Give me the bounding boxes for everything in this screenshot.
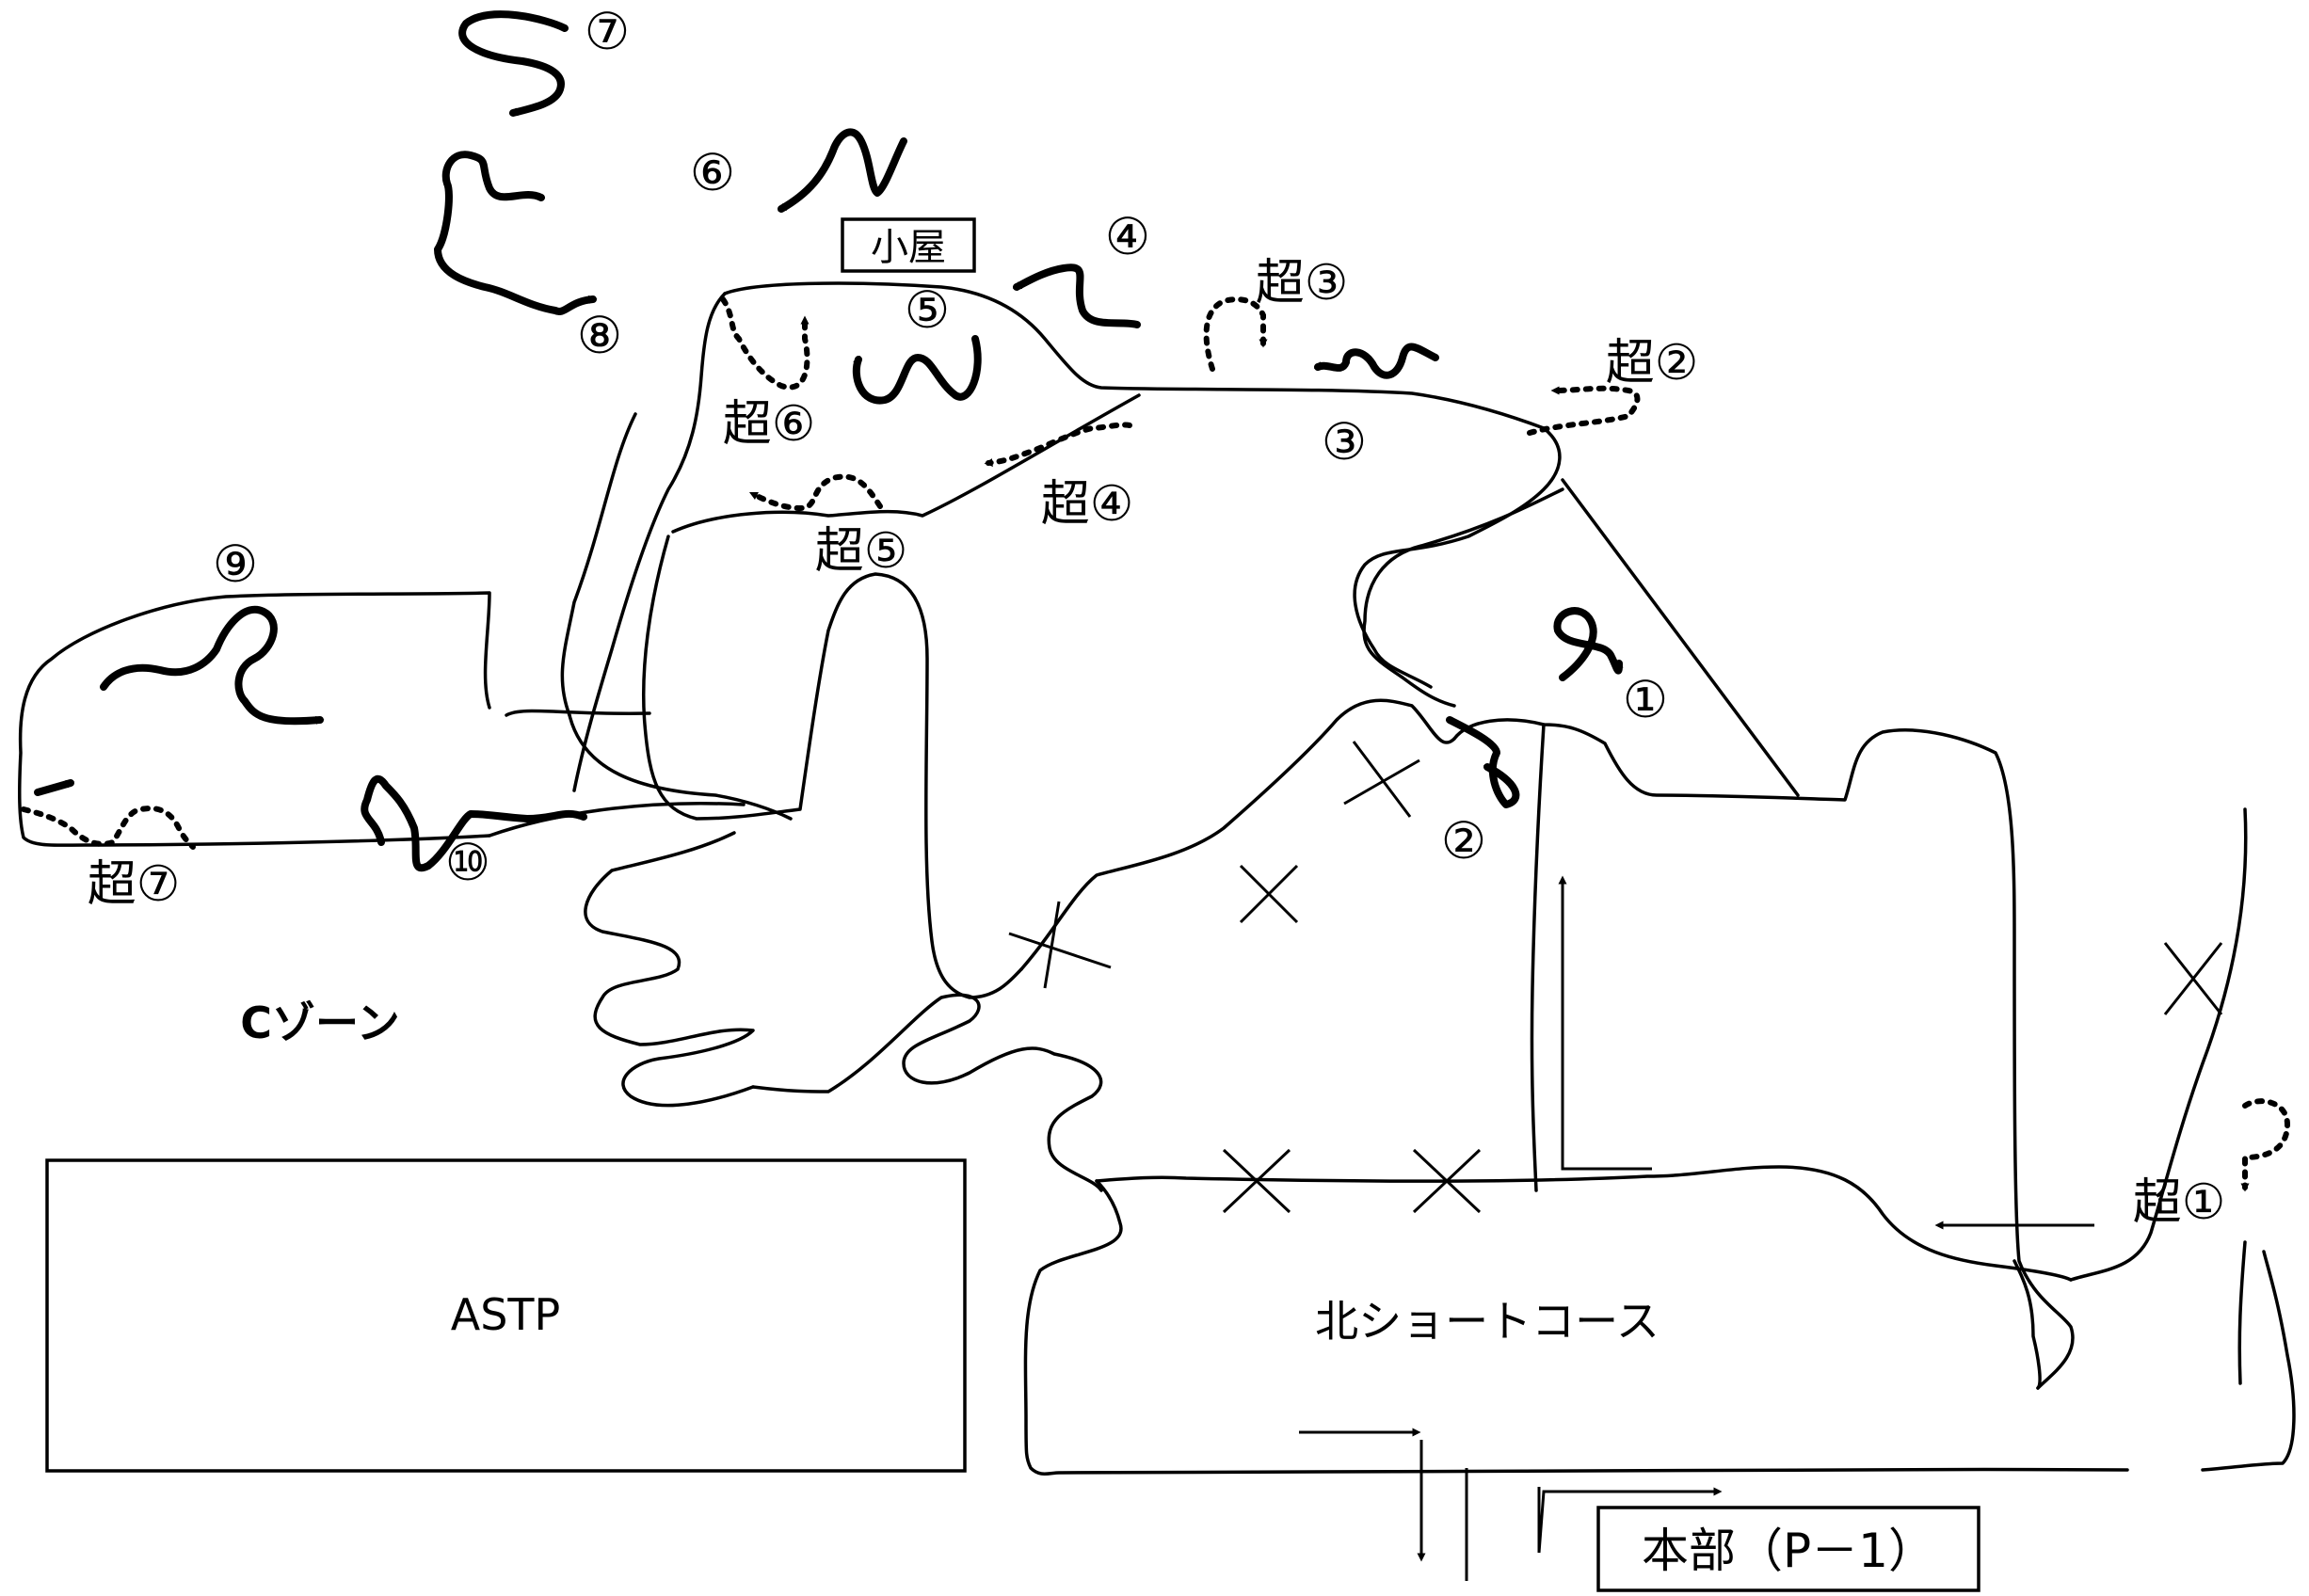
- crossing-4: [984, 422, 1132, 468]
- crossing-label-1: 超①: [2133, 1174, 2226, 1231]
- hut-box: [841, 217, 976, 273]
- north-short-course-label: 北ショートコース: [1315, 1296, 1660, 1347]
- headquarters-box: [1596, 1506, 1980, 1592]
- trail-course-east-edge: [2012, 1259, 2042, 1390]
- trail-east-hill: [1452, 718, 2075, 1390]
- route-10: [361, 774, 588, 872]
- route-label-1: ①: [1623, 670, 1668, 729]
- route-8: [434, 151, 598, 315]
- trail-mid-east: [1019, 698, 1456, 971]
- crossing-3: [1203, 296, 1268, 372]
- astp-box: [45, 1158, 967, 1473]
- trail-central-vertical: [1530, 723, 1546, 1192]
- trail-c-zone-bottom: [488, 802, 746, 838]
- trail-south-east-end: [2201, 1250, 2296, 1472]
- closed-markers: [1008, 741, 2223, 1214]
- trail-plateau-west-wall: [1362, 487, 1564, 708]
- arrow-up-icon: [1558, 875, 1652, 1171]
- trail-west-lobes-2: [751, 993, 1103, 1192]
- crossing-1: [2240, 1098, 2291, 1192]
- route-4: [1012, 263, 1141, 328]
- x-mark: [1343, 741, 1420, 818]
- trail-upper-cross: [671, 393, 1141, 534]
- route-label-2: ②: [1441, 811, 1486, 870]
- route-5: [852, 335, 982, 405]
- zone-label: Cゾーン: [240, 998, 399, 1048]
- route-label-8: ⑧: [577, 306, 622, 365]
- x-mark: [1222, 1148, 1291, 1214]
- trail-central-outline: [723, 281, 1562, 689]
- crossing-6: [720, 296, 810, 391]
- trail-west-lobes: [584, 831, 755, 1108]
- x-mark: [1239, 864, 1299, 924]
- trail-c-zone-loop: [18, 591, 651, 847]
- crossing-7: [21, 806, 196, 850]
- route-9: [100, 605, 325, 726]
- trail-inner-loop: [642, 535, 1023, 999]
- crossing-label-4: 超④: [1041, 476, 1134, 533]
- crossing-label-5: 超⑤: [815, 523, 908, 580]
- route-3: [1313, 343, 1439, 379]
- trail-network: [18, 281, 2296, 1476]
- route-6: [778, 128, 907, 213]
- x-mark: [1008, 901, 1112, 989]
- x-mark: [1412, 1148, 1482, 1214]
- trail-east-ridge-2: [2237, 1240, 2247, 1385]
- trail-south-course-border: [1023, 1179, 2129, 1476]
- route-label-10: ⑩: [445, 833, 490, 892]
- route-7: [458, 10, 569, 117]
- route-label-9: ⑨: [213, 535, 258, 594]
- trail-west-slope: [572, 292, 727, 792]
- crossing-2: [1527, 385, 1641, 436]
- route-label-5: ⑤: [905, 280, 950, 340]
- route-label-3: ③: [1322, 412, 1367, 471]
- crossing-label-7: 超⑦: [88, 856, 181, 913]
- trail-west-link: [560, 412, 637, 717]
- route-1: [1553, 607, 1624, 681]
- x-mark: [2163, 942, 2223, 1015]
- access-arrows: [1299, 875, 2094, 1581]
- headquarters-label: 本部（P－1）: [1642, 1524, 1935, 1578]
- crossing-5: [748, 473, 883, 512]
- route-label-6: ⑥: [690, 143, 735, 202]
- trail-lower-main: [1095, 1165, 2073, 1282]
- arrow-right-icon: [1465, 1468, 1718, 1581]
- crossing-label-3: 超③: [1256, 255, 1349, 311]
- crossing-segments: [21, 296, 2291, 1192]
- astp-label: ASTP: [451, 1289, 561, 1340]
- trail-west-link-2: [568, 713, 793, 821]
- route-label-4: ④: [1105, 207, 1150, 266]
- hut-label: 小屋: [871, 226, 946, 269]
- route-2: [1446, 716, 1520, 808]
- route-label-7: ⑦: [585, 2, 630, 61]
- crossing-label-6: 超⑥: [723, 396, 816, 453]
- trail-east-ridge: [2069, 807, 2248, 1282]
- route-segments: [100, 10, 1624, 872]
- crossing-7-arrow-icon: [34, 779, 75, 796]
- crossing-label-2: 超②: [1606, 335, 1699, 391]
- trail-eastern-block: [1561, 478, 1800, 797]
